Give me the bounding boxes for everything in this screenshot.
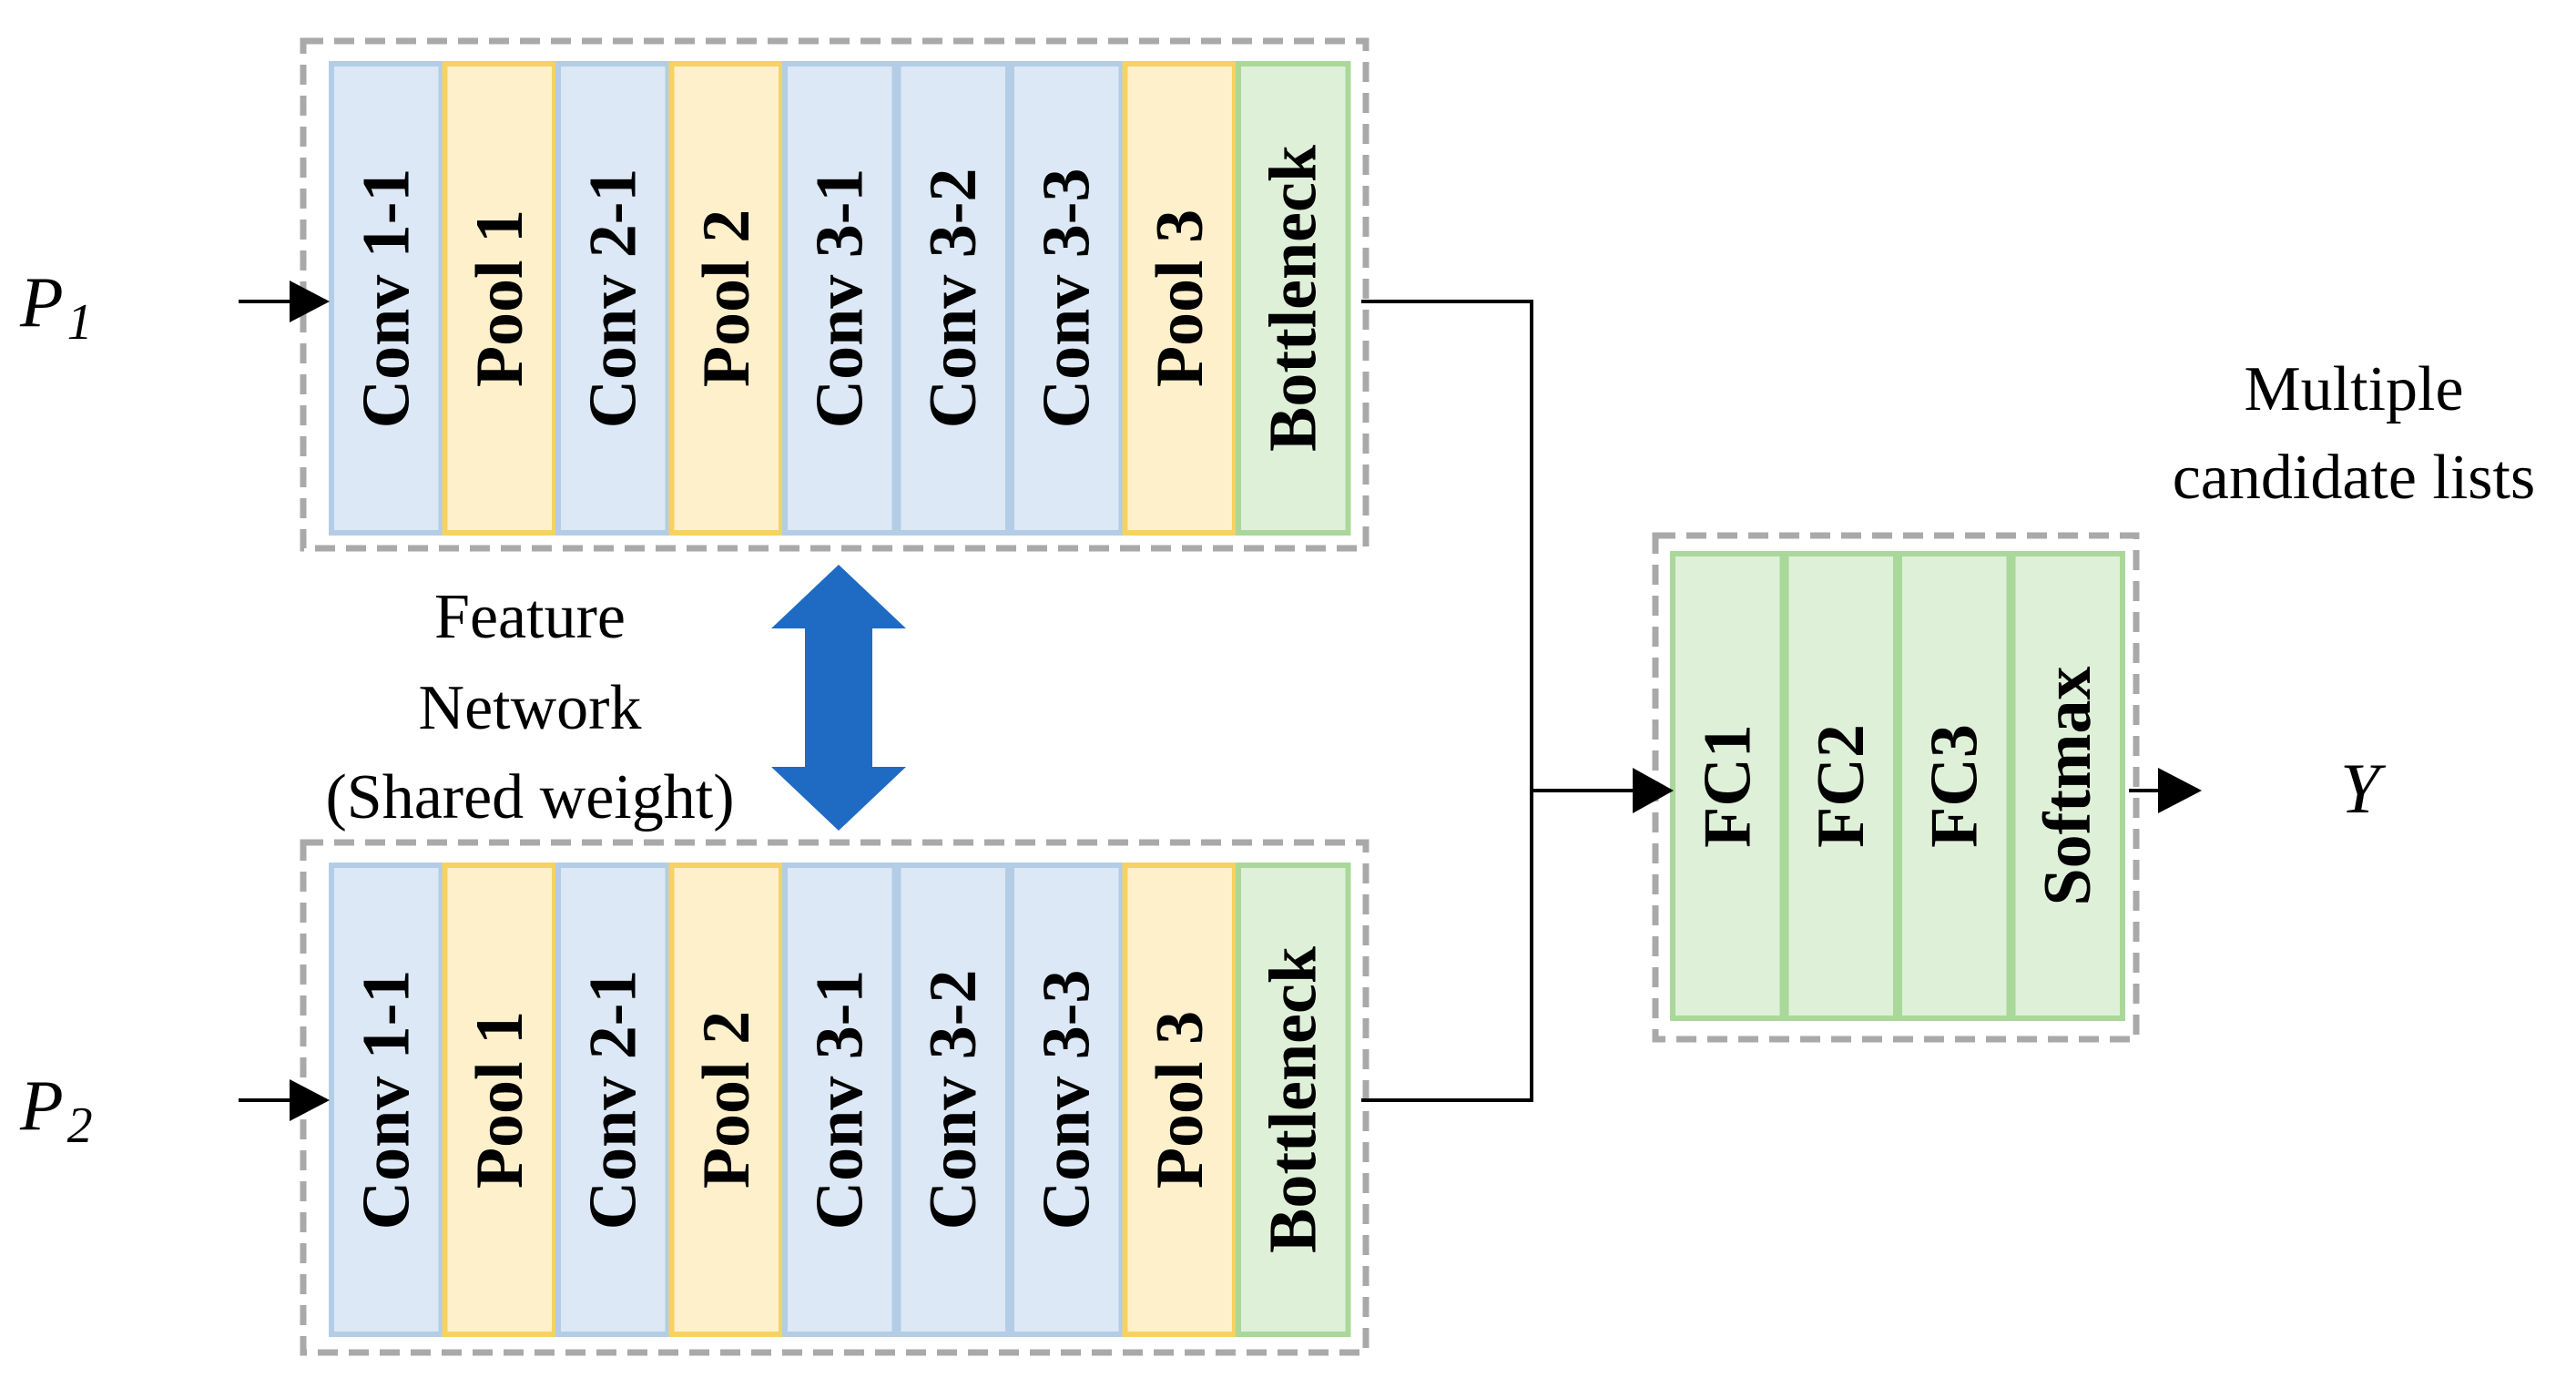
top-pool-1-label: Pool 1 bbox=[463, 209, 537, 387]
bottom-conv-2-1-label: Conv 2-1 bbox=[575, 970, 650, 1230]
bottom-conv-3-2-block bbox=[895, 863, 1011, 1337]
bottom-pool-1-block bbox=[442, 863, 557, 1337]
feature-network-caption-line-2: Network bbox=[419, 673, 642, 743]
bottom-pool-3-label: Pool 3 bbox=[1143, 1011, 1217, 1189]
classifier-fc2-label: FC2 bbox=[1804, 724, 1879, 848]
bottom-pool-2-block bbox=[668, 863, 784, 1337]
bottom-conv-3-1-block bbox=[782, 863, 898, 1337]
output-arrow-head bbox=[2158, 768, 2202, 813]
top-conv-2-1-label: Conv 2-1 bbox=[575, 168, 650, 429]
merge-to-classifier-arrowhead bbox=[1633, 768, 1674, 813]
top-conv-3-2-label: Conv 3-2 bbox=[916, 168, 991, 429]
classifier-fc3-label: FC3 bbox=[1917, 724, 1991, 848]
input-label-p1: P1 bbox=[19, 262, 93, 351]
top-pool-3-label: Pool 3 bbox=[1143, 209, 1217, 387]
bottom-conv-2-1-block bbox=[555, 863, 671, 1337]
top-pool-1-block bbox=[442, 61, 557, 536]
output-label-y: Y bbox=[2340, 749, 2387, 828]
top-pool-2-label: Pool 2 bbox=[689, 209, 764, 387]
feature-network-caption-line-1: Feature bbox=[434, 582, 626, 652]
top-conv-3-1-block bbox=[782, 61, 898, 536]
top-conv-2-1-block bbox=[555, 61, 671, 536]
top-pool-3-block bbox=[1122, 61, 1237, 536]
top-conv-3-1-label: Conv 3-1 bbox=[802, 168, 877, 429]
classifier-fc1-label: FC1 bbox=[1690, 724, 1765, 848]
shared-weight-double-arrow bbox=[771, 565, 906, 831]
bottom-bottleneck-label: Bottleneck bbox=[1256, 945, 1330, 1253]
bottom-conv-1-1-block bbox=[329, 863, 444, 1337]
top-conv-3-2-block bbox=[895, 61, 1011, 536]
classifier-fc1-block bbox=[1670, 551, 1786, 1021]
bottom-conv-3-1-label: Conv 3-1 bbox=[802, 970, 877, 1230]
top-pool-2-block bbox=[668, 61, 784, 536]
top-conv-1-1-label: Conv 1-1 bbox=[349, 168, 423, 429]
input-arrow-top-head bbox=[290, 281, 330, 322]
bottom-to-classifier-wire bbox=[1361, 791, 1533, 1102]
classifier-fc3-block bbox=[1897, 551, 2012, 1021]
classifier-softmax-block bbox=[2010, 551, 2125, 1021]
bottom-bottleneck-block bbox=[1236, 863, 1351, 1337]
bottom-pool-3-block bbox=[1122, 863, 1237, 1337]
classifier-softmax-label: Softmax bbox=[2031, 666, 2105, 905]
top-bottleneck-label: Bottleneck bbox=[1256, 144, 1330, 452]
top-layer-stack: Conv 1-1 Pool 1 Conv 2-1 Pool 2 Conv 3-1 Conv… bbox=[329, 61, 1351, 536]
input-arrow-bottom-head bbox=[290, 1079, 330, 1121]
bottom-conv-1-1-label: Conv 1-1 bbox=[349, 970, 423, 1230]
input-label-p2: P2 bbox=[19, 1066, 93, 1154]
top-conv-3-3-block bbox=[1009, 61, 1125, 536]
output-caption-line-1: Multiple bbox=[2244, 354, 2463, 424]
feature-network-caption-line-3: (Shared weight) bbox=[325, 762, 734, 832]
top-conv-1-1-block bbox=[329, 61, 444, 536]
top-conv-3-3-label: Conv 3-3 bbox=[1029, 168, 1104, 429]
classifier-layer-stack: FC1 FC2 FC3 Softmax bbox=[1670, 551, 2125, 1021]
bottom-conv-3-2-label: Conv 3-2 bbox=[916, 970, 991, 1230]
classifier-fc2-block bbox=[1783, 551, 1899, 1021]
bottom-layer-stack: Conv 1-1 Pool 1 Conv 2-1 Pool 2 Conv 3-1 Conv… bbox=[329, 863, 1351, 1337]
output-caption-line-2: candidate lists bbox=[2173, 443, 2536, 513]
bottom-conv-3-3-block bbox=[1009, 863, 1125, 1337]
top-bottleneck-block bbox=[1236, 61, 1351, 536]
top-to-classifier-wire bbox=[1361, 300, 1533, 791]
bottom-pool-2-label: Pool 2 bbox=[689, 1011, 764, 1189]
bottom-pool-1-label: Pool 1 bbox=[463, 1011, 537, 1189]
bottom-conv-3-3-label: Conv 3-3 bbox=[1029, 970, 1104, 1230]
